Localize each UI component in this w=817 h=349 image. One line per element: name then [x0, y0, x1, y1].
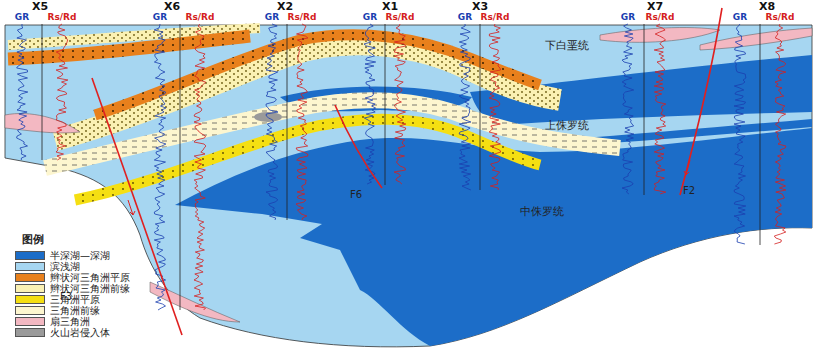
resistivity-log — [296, 24, 308, 220]
shallow-lake — [5, 25, 812, 347]
gr-log — [364, 24, 376, 184]
well-axis — [644, 24, 645, 195]
legend-text: 半深湖—深湖 — [50, 250, 110, 261]
log-name: Rs/Rd — [186, 13, 215, 23]
legend-text: 三角洲平原 — [50, 294, 100, 305]
well-name: X3 — [472, 1, 488, 13]
legend-swatch — [15, 295, 45, 304]
fault-arrow — [684, 160, 690, 175]
well-axis — [385, 24, 386, 185]
resistivity-log — [774, 24, 786, 244]
legend-swatch — [15, 262, 45, 271]
legend-text: 扇三角洲 — [50, 316, 90, 327]
gr-log — [17, 24, 28, 160]
fault-arrow — [128, 200, 135, 215]
well-axis — [287, 24, 288, 220]
log-name: Rs/Rd — [766, 13, 795, 23]
fault-line — [680, 8, 722, 195]
legend-swatch — [15, 273, 45, 282]
legend-swatch — [15, 284, 45, 293]
resistivity-log — [56, 24, 68, 160]
log-name: Rs/Rd — [48, 13, 77, 23]
gr-log — [266, 24, 278, 220]
delta-plain — [75, 119, 540, 200]
fan-delta — [5, 114, 80, 133]
fault-line — [92, 78, 182, 335]
stratum-name: 上侏罗统 — [545, 120, 589, 132]
well-name: X7 — [647, 1, 663, 13]
log-name: GR — [363, 13, 377, 23]
gr-log — [734, 24, 746, 244]
well-axis — [42, 24, 43, 160]
legend-title: 图例 — [22, 234, 44, 246]
legend-swatch — [15, 306, 45, 315]
log-name: GR — [458, 13, 472, 23]
gr-log — [459, 24, 471, 190]
legend-text: 滨浅湖 — [50, 261, 80, 272]
well-axis — [480, 24, 481, 190]
well-name: X5 — [32, 1, 48, 13]
log-name: Rs/Rd — [386, 13, 415, 23]
well-axis — [760, 24, 761, 245]
legend-swatch — [15, 251, 45, 260]
fault-line — [335, 105, 382, 188]
gr-log — [622, 24, 634, 194]
legend-text: 辫状河三角洲平原 — [50, 272, 130, 283]
braided-delta-plain — [8, 36, 250, 59]
log-name: Rs/Rd — [288, 13, 317, 23]
legend-text: 三角洲前缘 — [50, 305, 100, 316]
stratum-name: 中侏罗统 — [520, 206, 564, 218]
well-axis — [180, 24, 181, 310]
resistivity-log — [194, 24, 206, 310]
legend-text: 火山岩侵入体 — [50, 327, 110, 338]
well-name: X2 — [277, 1, 293, 13]
log-name: Rs/Rd — [646, 13, 675, 23]
log-name: GR — [733, 13, 747, 23]
legend-swatch — [15, 317, 45, 326]
log-name: Rs/Rd — [481, 13, 510, 23]
legend-swatch — [15, 328, 45, 337]
log-name: GR — [621, 13, 635, 23]
well-name: X6 — [164, 1, 180, 13]
well-name: X1 — [382, 1, 398, 13]
resistivity-log — [654, 24, 666, 194]
log-name: GR — [15, 13, 29, 23]
gr-log — [154, 24, 166, 310]
log-name: GR — [153, 13, 167, 23]
stratum-name: 下白垩统 — [545, 40, 589, 52]
well-name: X8 — [759, 1, 775, 13]
fan-delta — [600, 28, 720, 43]
resistivity-log — [394, 24, 406, 184]
resistivity-log — [489, 24, 501, 190]
fault-name: F2 — [683, 185, 695, 196]
fault-name: F6 — [350, 189, 362, 200]
deep-lake — [175, 128, 812, 346]
legend-text: 辫状河三角洲前缘 — [50, 283, 130, 294]
log-name: GR — [265, 13, 279, 23]
